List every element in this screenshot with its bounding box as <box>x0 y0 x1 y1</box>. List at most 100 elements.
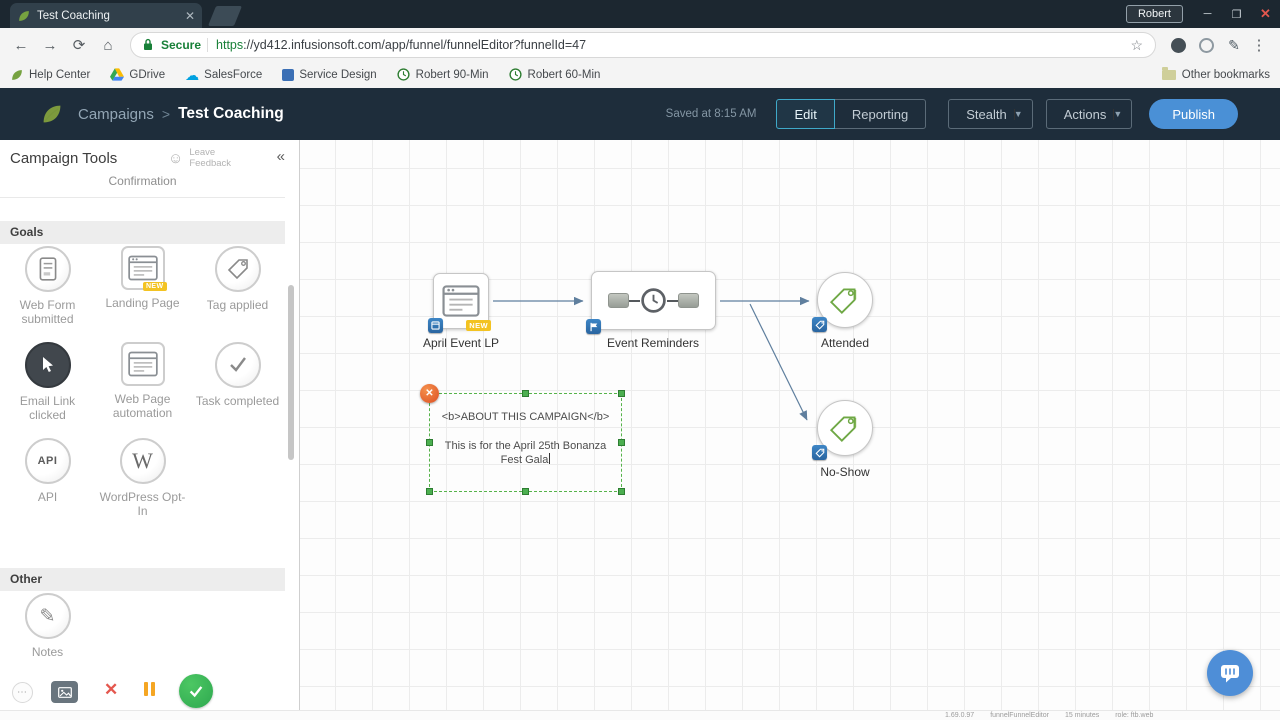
window-titlebar: Test Coaching ✕ Robert ─ ❐ ✕ <box>0 0 1280 28</box>
canvas-action-toolbar: ⋯ ✕ <box>0 668 299 710</box>
folder-icon <box>1161 67 1176 80</box>
document-icon <box>282 69 295 81</box>
home-icon[interactable]: ⌂ <box>103 36 113 54</box>
status-elapsed: 15 minutes <box>1064 712 1100 719</box>
tag-badge-icon <box>812 445 827 460</box>
more-options-button[interactable]: ⋯ <box>12 682 33 703</box>
chat-launcher-button[interactable] <box>1207 650 1253 696</box>
page-title: Test Coaching <box>178 105 284 122</box>
address-bar[interactable]: Secure https://yd412.infusionsoft.com/ap… <box>130 32 1156 58</box>
confirm-button[interactable] <box>179 674 213 708</box>
tool-web-page-automation[interactable]: Web Page automation <box>98 342 188 438</box>
forward-icon[interactable]: → <box>42 36 58 54</box>
other-bookmarks[interactable]: Other bookmarks <box>1161 67 1270 81</box>
resize-handle[interactable] <box>618 390 625 397</box>
node-event-reminders[interactable] <box>586 271 716 334</box>
bookmark-star-icon[interactable]: ☆ <box>1130 36 1143 53</box>
api-icon: API <box>24 438 71 484</box>
bookmark-salesforce[interactable]: ☁ SalesForce <box>185 67 263 83</box>
breadcrumb-separator: > <box>161 106 171 122</box>
close-icon: ✕ <box>425 388 434 399</box>
collapse-sidebar-icon[interactable]: « <box>276 148 285 165</box>
sidebar-scrollbar[interactable] <box>288 285 294 460</box>
resize-handle[interactable] <box>618 488 625 495</box>
tag-icon <box>214 246 261 292</box>
resize-handle[interactable] <box>521 488 529 495</box>
bookmark-service-design[interactable]: Service Design <box>282 69 377 81</box>
resize-handle[interactable] <box>426 488 433 495</box>
campaign-header: Campaigns > Test Coaching Saved at 8:15 … <box>0 88 1280 140</box>
connector-reminders-to-noshow[interactable] <box>749 303 808 421</box>
tool-web-form-submitted[interactable]: Web Form submitted <box>3 246 93 342</box>
breadcrumb-campaigns[interactable]: Campaigns <box>78 105 154 123</box>
node-attended[interactable] <box>812 272 873 332</box>
node-no-show[interactable] <box>812 400 873 460</box>
tab-close-icon[interactable]: ✕ <box>184 8 195 23</box>
cancel-button[interactable]: ✕ <box>104 680 119 699</box>
funnel-canvas[interactable]: NEW April Event LP Event Reminders Atten… <box>300 140 1280 710</box>
edit-tab-button[interactable]: Edit <box>776 99 835 129</box>
minimize-button[interactable]: ─ <box>1203 8 1212 20</box>
goals-grid: Web Form submitted NEW Landing Page Tag … <box>0 246 285 534</box>
chrome-profile-chip[interactable]: Robert <box>1125 5 1183 23</box>
extension-pen-icon[interactable]: ✎ <box>1228 36 1240 53</box>
tool-confirmation-partial[interactable]: Confirmation <box>108 174 177 188</box>
refresh-icon[interactable]: ⟳ <box>72 37 86 54</box>
extension-icon-1[interactable] <box>1166 33 1190 57</box>
close-window-button[interactable]: ✕ <box>1260 6 1271 21</box>
landing-page-icon: NEW <box>120 246 167 291</box>
leaf-icon <box>10 68 24 82</box>
actions-dropdown-button[interactable]: Actions▼ <box>1045 99 1133 129</box>
lock-icon <box>143 38 157 52</box>
resize-handle[interactable] <box>521 390 529 397</box>
saved-status: Saved at 8:15 AM <box>665 108 757 120</box>
stealth-dropdown-button[interactable]: Stealth▼ <box>948 99 1033 129</box>
pencil-icon: ✎ <box>24 593 71 639</box>
infusionsoft-favicon-icon <box>17 9 31 23</box>
note-body-line: This is for the April 25th Bonanza Fest … <box>444 440 607 466</box>
browser-tab[interactable]: Test Coaching ✕ <box>10 3 202 28</box>
chat-bubble-icon <box>1221 665 1239 683</box>
tool-landing-page[interactable]: NEW Landing Page <box>98 246 188 342</box>
bookmarks-bar: Help Center GDrive ☁ SalesForce Service … <box>0 62 1280 88</box>
delete-note-button[interactable]: ✕ <box>420 384 439 403</box>
tab-title: Test Coaching <box>37 9 110 22</box>
new-badge: NEW <box>142 282 167 291</box>
note-text-editor[interactable]: <b>ABOUT THIS CAMPAIGN</b> This is for t… <box>430 394 621 467</box>
bookmark-robert-90[interactable]: Robert 90-Min <box>397 68 489 82</box>
publish-button[interactable]: Publish <box>1149 99 1238 129</box>
canvas-note-selected[interactable]: ✕ <b>ABOUT THIS CAMPAIGN</b> This is for… <box>420 384 625 495</box>
sidebar-title: Campaign Tools <box>10 150 118 167</box>
resize-handle[interactable] <box>618 438 625 446</box>
resize-handle[interactable] <box>426 438 433 446</box>
bookmark-robert-60[interactable]: Robert 60-Min <box>508 68 600 82</box>
new-tab-button[interactable] <box>207 6 243 26</box>
tool-tag-applied[interactable]: Tag applied <box>193 246 283 342</box>
export-image-button[interactable] <box>51 681 78 703</box>
node-april-event-lp[interactable]: NEW <box>428 273 491 333</box>
reporting-tab-button[interactable]: Reporting <box>834 99 927 129</box>
report-badge-icon <box>428 318 443 333</box>
status-role: role: ftb.web <box>1115 712 1154 719</box>
maximize-button[interactable]: ❐ <box>1231 8 1242 21</box>
tool-task-completed[interactable]: Task completed <box>193 342 283 438</box>
landing-page-icon <box>442 285 480 317</box>
tag-goal-icon <box>829 416 857 443</box>
pause-button[interactable] <box>144 682 155 696</box>
timer-clock-icon <box>641 288 666 313</box>
tool-wordpress-opt-in[interactable]: W WordPress Opt-In <box>98 438 188 534</box>
extension-icon-2[interactable] <box>1194 33 1218 57</box>
back-icon[interactable]: ← <box>13 36 29 54</box>
sequence-icon <box>608 287 699 314</box>
tool-notes[interactable]: ✎ Notes <box>3 593 93 689</box>
bookmark-gdrive[interactable]: GDrive <box>110 68 165 82</box>
chrome-menu-icon[interactable]: ⋮ <box>1251 37 1267 54</box>
tool-email-link-clicked[interactable]: Email Link clicked <box>3 342 93 438</box>
smiley-icon: ☺ <box>168 149 184 167</box>
text-caret <box>549 453 551 464</box>
drive-icon <box>110 68 125 82</box>
tool-api[interactable]: API API <box>3 438 93 534</box>
bookmark-help-center[interactable]: Help Center <box>10 68 90 82</box>
